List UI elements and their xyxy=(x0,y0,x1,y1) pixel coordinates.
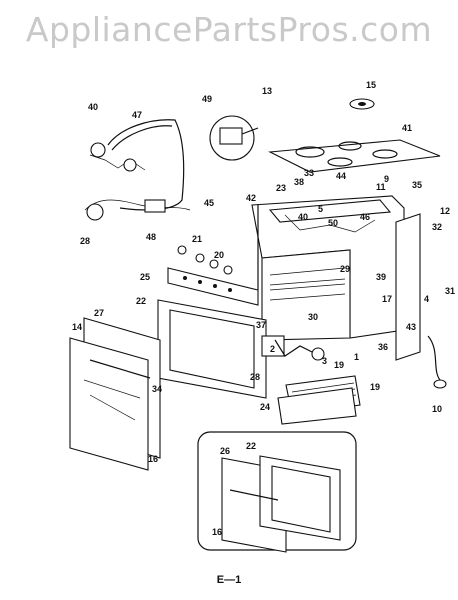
callout: 16 xyxy=(148,454,158,464)
callout: 11 xyxy=(376,182,386,192)
callout: 28 xyxy=(250,372,260,382)
callout: 41 xyxy=(402,123,412,133)
callout: 16 xyxy=(212,527,222,537)
callout: 45 xyxy=(204,198,214,208)
callout: 4 xyxy=(424,294,429,304)
lower-components xyxy=(261,335,447,389)
callout: 30 xyxy=(308,312,318,322)
control-knobs xyxy=(177,245,233,275)
control-panel xyxy=(167,267,259,306)
cooktop xyxy=(268,139,441,173)
callout: 3 xyxy=(322,356,327,366)
infinite-switch xyxy=(209,115,259,161)
callout: 32 xyxy=(432,222,442,232)
callout: 26 xyxy=(220,446,230,456)
callout: 17 xyxy=(382,294,392,304)
callout: 38 xyxy=(294,177,304,187)
callout: 25 xyxy=(140,272,150,282)
side-panel xyxy=(395,213,421,361)
callout: 24 xyxy=(260,402,270,412)
callout: 28 xyxy=(80,236,90,246)
callout: 47 xyxy=(132,110,142,120)
callout: 14 xyxy=(72,322,82,332)
callout: 48 xyxy=(146,232,156,242)
callout: 29 xyxy=(340,264,350,274)
callout: 2 xyxy=(270,344,275,354)
inset-frame xyxy=(197,431,357,553)
broiler-pan xyxy=(277,375,361,425)
oven-cavity xyxy=(251,195,405,341)
callout: 46 xyxy=(360,212,370,222)
callout: 20 xyxy=(214,250,224,260)
callout: 19 xyxy=(370,382,380,392)
callout: 9 xyxy=(384,174,389,184)
callout: 34 xyxy=(152,384,162,394)
callout: 50 xyxy=(328,218,338,228)
callout: 12 xyxy=(440,206,450,216)
callout: 33 xyxy=(304,168,314,178)
callout: 13 xyxy=(262,86,272,96)
watermark: AppliancePartsPros.com xyxy=(25,10,433,49)
callout: 21 xyxy=(192,234,202,244)
callout: 49 xyxy=(202,94,212,104)
callout: 19 xyxy=(334,360,344,370)
callout-labels: 40 47 49 13 15 41 45 28 48 21 20 25 22 4… xyxy=(72,80,455,537)
callout: 40 xyxy=(88,102,98,112)
door-frame xyxy=(157,299,267,399)
callout: 39 xyxy=(376,272,386,282)
page-label: E—1 xyxy=(216,574,242,586)
callout: 40 xyxy=(298,212,308,222)
wiring-harness xyxy=(84,119,191,221)
callout: 36 xyxy=(378,342,388,352)
callout: 44 xyxy=(336,171,346,181)
callout: 43 xyxy=(406,322,416,332)
callout: 27 xyxy=(94,308,104,318)
callout: 22 xyxy=(136,296,146,306)
callout: 10 xyxy=(432,404,442,414)
callout: 5 xyxy=(318,204,323,214)
callout: 31 xyxy=(445,286,455,296)
callout: 15 xyxy=(366,80,376,90)
callout: 1 xyxy=(354,352,359,362)
callout: 42 xyxy=(246,193,256,203)
oven-door xyxy=(69,317,161,471)
callout: 35 xyxy=(412,180,422,190)
burner-cap xyxy=(349,98,375,110)
callout: 37 xyxy=(256,320,266,330)
callout: 22 xyxy=(246,441,256,451)
callout: 23 xyxy=(276,183,286,193)
